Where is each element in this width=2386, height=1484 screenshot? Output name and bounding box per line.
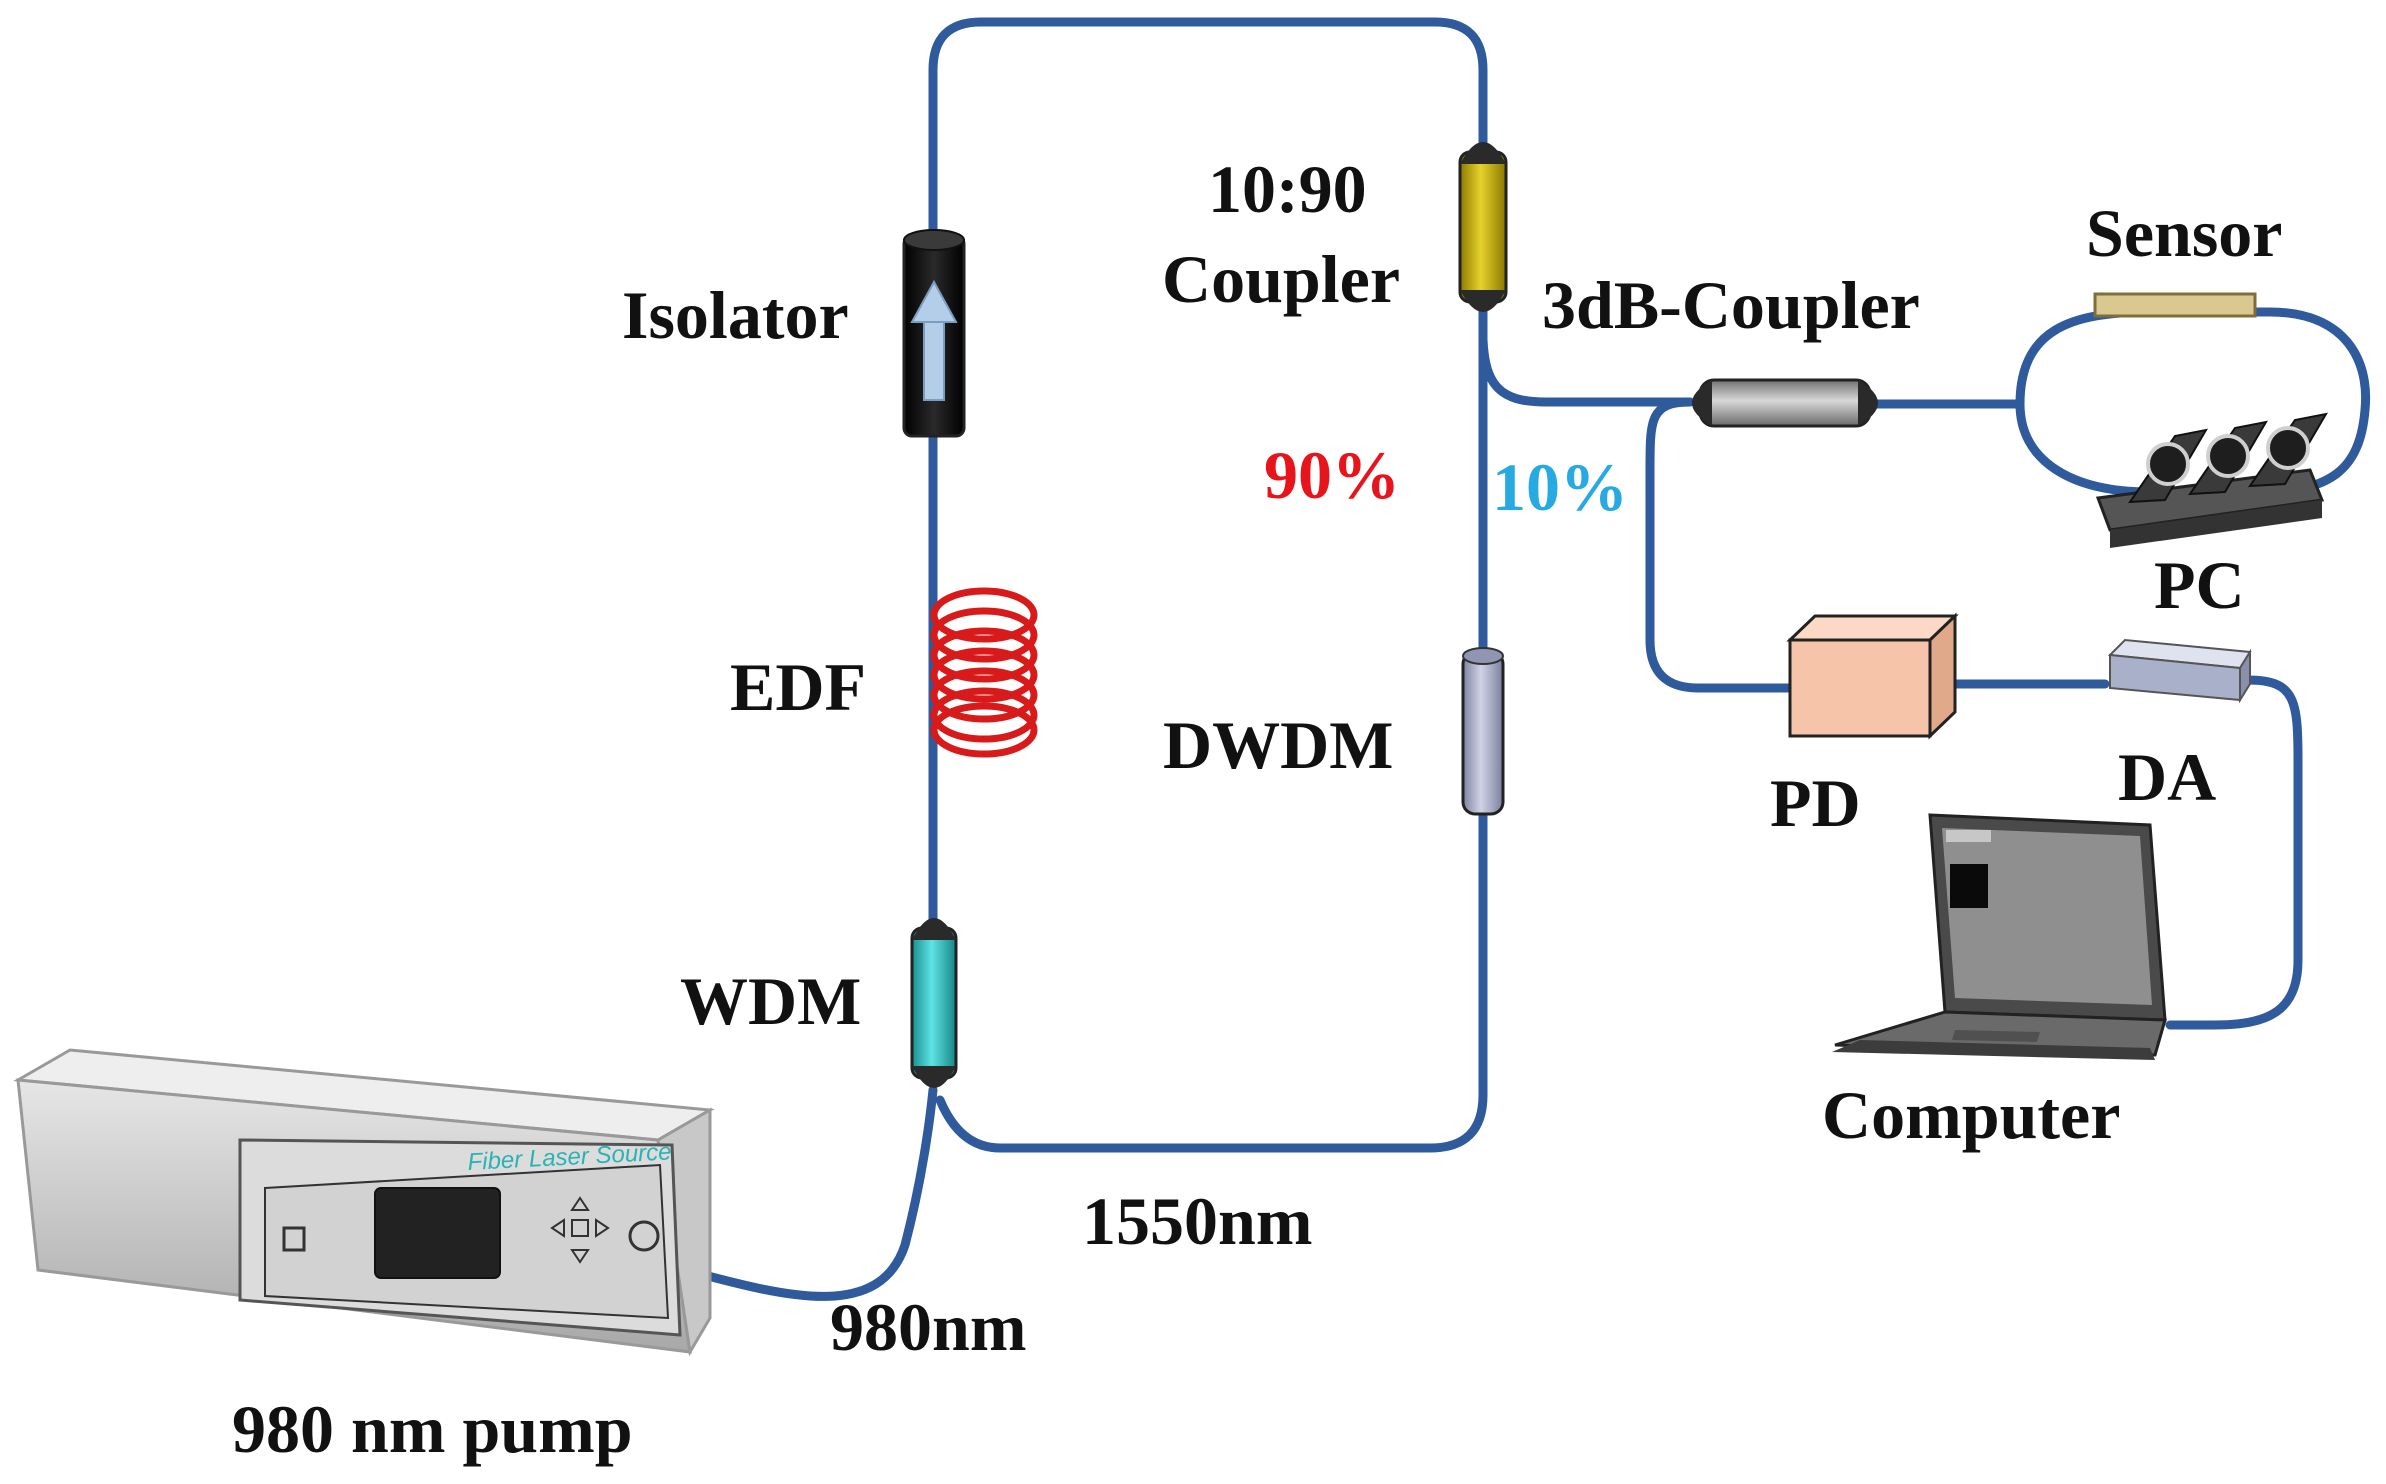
wavelength-980-label: 980nm [830, 1289, 1026, 1365]
pc-label: PC [2154, 547, 2245, 623]
wavelength-1550-label: 1550nm [1082, 1183, 1312, 1259]
edf-coil [930, 587, 1038, 758]
edf-label: EDF [730, 649, 866, 725]
coupler-3db [1692, 378, 1878, 428]
isolator-label: Isolator [622, 277, 849, 353]
sensor-strip [2093, 292, 2257, 318]
sensor-loop [2015, 307, 2371, 497]
pc-paddle-2 [2188, 420, 2268, 496]
coupler-10-90 [1458, 142, 1508, 312]
da-label: DA [2118, 739, 2216, 815]
sensor-label: Sensor [2086, 195, 2282, 271]
laptop [1832, 813, 2167, 1060]
pump-fiber [688, 1085, 938, 1301]
percent-90-label: 90% [1264, 437, 1400, 513]
fiber-network [688, 17, 2371, 1301]
pump-laser-unit: Fiber Laser Source [13, 1048, 715, 1357]
laptop-screen-window [1950, 864, 1988, 908]
da-computer-fiber [2165, 675, 2303, 1030]
coupler-label: Coupler [1162, 241, 1400, 317]
pd-fiber [1645, 397, 1800, 693]
coupler-3db-label: 3dB-Coupler [1542, 267, 1920, 343]
wdm-label: WDM [680, 963, 861, 1039]
polarization-controller [2095, 412, 2328, 548]
pc-paddle-3 [2248, 412, 2328, 488]
tap-fiber [1478, 335, 1695, 407]
pump-display [374, 1187, 501, 1279]
pump-nav-buttons[interactable] [550, 1196, 610, 1264]
pd-label: PD [1770, 765, 1861, 841]
pump-label: 980 nm pump [232, 1391, 633, 1467]
pc-paddle-1 [2128, 428, 2208, 504]
coupler-ratio-label: 10:90 [1208, 151, 1367, 227]
percent-10-label: 10% [1492, 449, 1628, 525]
isolator [902, 229, 966, 438]
dwdm-label: DWDM [1163, 707, 1393, 783]
pump-knob[interactable] [628, 1220, 660, 1252]
computer-label: Computer [1822, 1077, 2120, 1153]
da-converter [2107, 638, 2252, 704]
wdm-component [910, 918, 958, 1088]
pump-power-button[interactable] [282, 1226, 306, 1252]
dwdm-component [1461, 647, 1505, 816]
laptop-toolbar [1946, 830, 1991, 842]
ring-fiber [928, 17, 1488, 1153]
arrow-up-icon [910, 279, 958, 401]
photodetector-box [1786, 612, 1959, 740]
